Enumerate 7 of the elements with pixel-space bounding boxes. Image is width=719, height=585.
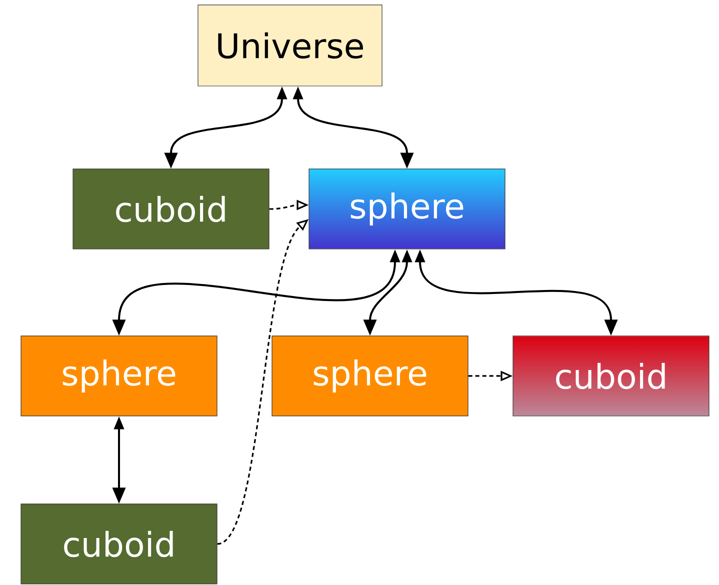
class-box: sphere xyxy=(308,168,506,250)
class-box: sphere xyxy=(20,336,218,416)
class-box: sphere xyxy=(272,336,468,416)
root-box: Universe xyxy=(198,4,382,86)
class-box: cuboid xyxy=(512,336,710,416)
class-box: cuboid xyxy=(72,168,270,250)
class-box: cuboid xyxy=(20,504,218,584)
